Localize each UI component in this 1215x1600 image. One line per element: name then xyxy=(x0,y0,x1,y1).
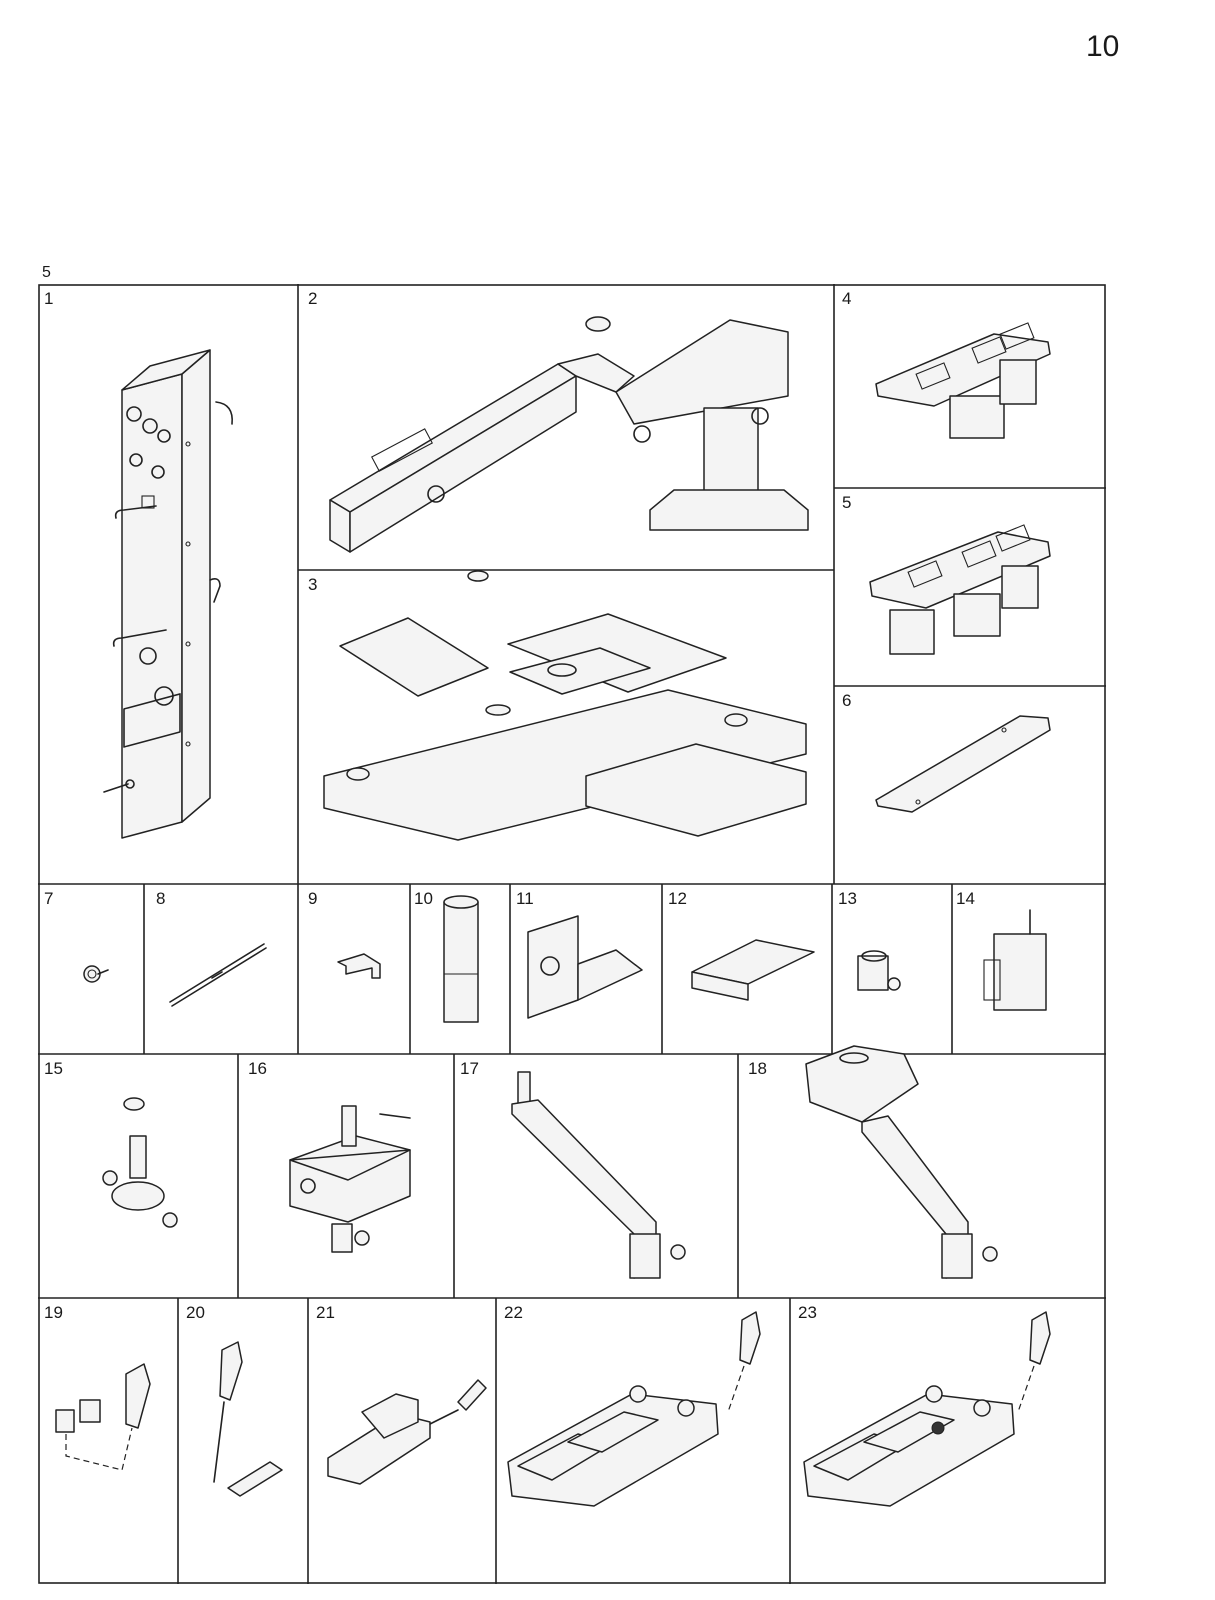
double-foot-switch-joystick-drawing xyxy=(803,1311,1051,1507)
cell-label-10: 10 xyxy=(414,889,433,908)
cell-label-13: 13 xyxy=(838,889,857,908)
cell-label-17: 17 xyxy=(460,1059,479,1078)
cell-label-14: 14 xyxy=(956,889,975,908)
cell-label-22: 22 xyxy=(504,1303,523,1322)
cell-label-12: 12 xyxy=(668,889,687,908)
parts-drawing xyxy=(38,284,1106,1584)
cell-label-1: 1 xyxy=(44,289,54,308)
cell-label-16: 16 xyxy=(248,1059,267,1078)
cell-label-7: 7 xyxy=(44,889,54,908)
double-foot-switch-drawing xyxy=(507,1311,761,1507)
parts-plate: 1 2 3 4 5 6 7 8 9 10 11 12 13 14 15 16 1… xyxy=(38,284,1106,1584)
knob-drawing xyxy=(83,965,109,983)
cell-label-6: 6 xyxy=(842,691,852,710)
cell-label-20: 20 xyxy=(186,1303,205,1322)
cell-label-11: 11 xyxy=(516,889,534,908)
cell-label-8: 8 xyxy=(156,889,166,908)
single-foot-pedal-drawing xyxy=(327,1379,487,1485)
cell-label-4: 4 xyxy=(842,289,852,308)
coupling-piece-drawing xyxy=(102,1097,178,1228)
column-stand-drawing xyxy=(103,349,233,839)
cover-plate-drawing xyxy=(875,715,1051,813)
clamp-block-drawing xyxy=(857,950,901,991)
cell-label-19: 19 xyxy=(44,1303,63,1322)
cell-label-15: 15 xyxy=(44,1059,63,1078)
angle-bracket-drawing xyxy=(527,915,643,1019)
adapter-housing-drawing xyxy=(983,909,1047,1011)
cell-label-21: 21 xyxy=(316,1303,335,1322)
stand-base-drawing xyxy=(323,570,807,841)
cell-label-3: 3 xyxy=(308,575,318,594)
cell-label-5: 5 xyxy=(842,493,852,512)
mounting-plate-double-drawing xyxy=(869,524,1051,655)
plate-grid xyxy=(38,284,1106,1584)
mounting-plate-single-drawing xyxy=(875,322,1051,439)
support-arm-with-housing-drawing xyxy=(805,1045,998,1279)
bent-plate-drawing xyxy=(691,939,815,1001)
figure-number: 5 xyxy=(42,264,51,281)
cell-label-2: 2 xyxy=(308,289,318,308)
page-number: 10 xyxy=(1086,30,1120,63)
hand-switch-plates-drawing xyxy=(55,1363,151,1471)
cell-label-18: 18 xyxy=(748,1059,767,1078)
rod-drawing xyxy=(169,943,267,1007)
cell-label-9: 9 xyxy=(308,889,318,908)
hand-switch-keypad-drawing xyxy=(213,1341,283,1497)
swing-arm-drawing xyxy=(329,316,809,553)
tube-sleeve-drawing xyxy=(443,895,479,1023)
bracket-clip-drawing xyxy=(337,953,381,979)
motor-housing-drawing xyxy=(289,1105,411,1253)
cell-label-23: 23 xyxy=(798,1303,817,1322)
support-arm-drawing xyxy=(511,1071,686,1279)
